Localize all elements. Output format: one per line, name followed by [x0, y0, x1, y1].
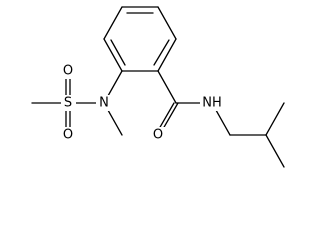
atom-labels: S O O N O NH	[60, 63, 225, 143]
atom-nh-amide: NH	[200, 95, 225, 111]
atom-s-label: S	[64, 96, 72, 111]
ring-bond-3	[157, 38, 177, 72]
atom-o-top-label: O	[63, 64, 73, 79]
ring-bond-2	[157, 6, 177, 40]
atom-o-carbonyl: O	[150, 127, 166, 143]
ch-to-methyl-down-bond	[265, 134, 285, 168]
atom-n-sulfonamide-label: N	[99, 96, 109, 111]
ring-bond-5-inner	[110, 39, 126, 66]
atom-o-top: O	[60, 63, 76, 79]
ring-to-carbonyl-bond	[157, 70, 177, 104]
molecule-structure: S O O N O NH	[31, 6, 285, 168]
atom-s: S	[61, 95, 76, 111]
atom-o-bottom: O	[60, 127, 76, 143]
ring-bond-6	[103, 6, 123, 40]
atom-o-carbonyl-label: O	[153, 128, 163, 143]
ch-to-methyl-up-bond	[265, 102, 285, 136]
atom-nh-amide-label: NH	[202, 96, 222, 111]
ring-bond-5	[103, 38, 123, 72]
atom-n-sulfonamide: N	[96, 95, 112, 111]
ring-bond-3-inner	[153, 39, 170, 66]
atom-o-bottom-label: O	[63, 128, 73, 143]
